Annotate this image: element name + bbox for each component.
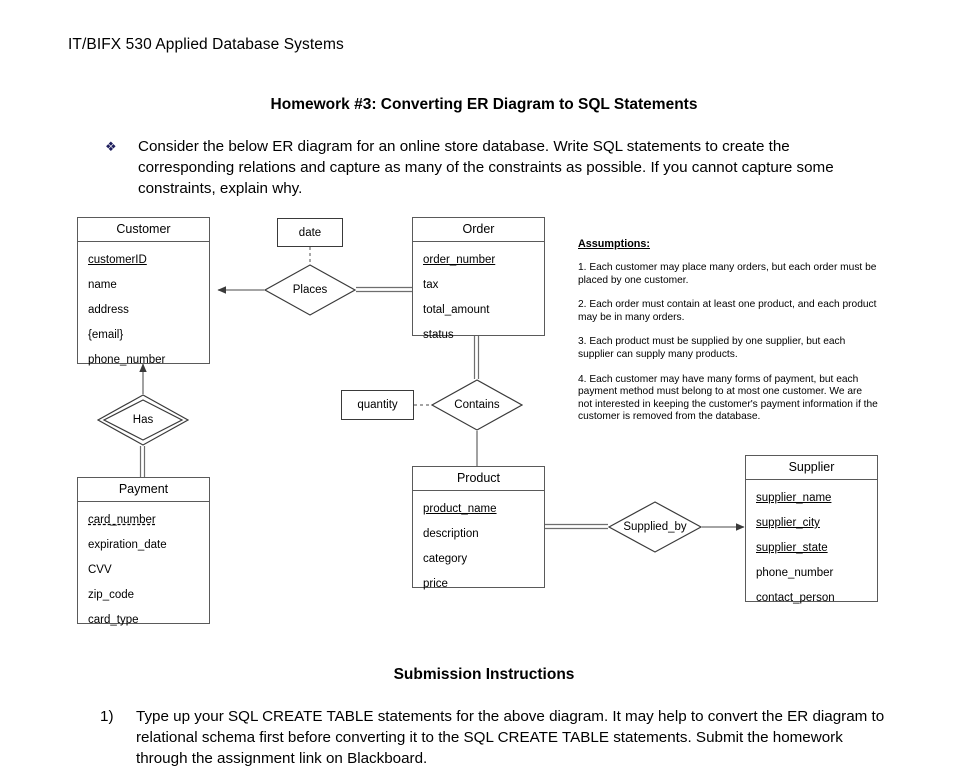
submission-instruction-item: 1) Type up your SQL CREATE TABLE stateme… xyxy=(100,706,890,769)
entity-supplier-attributes: supplier_name supplier_city supplier_sta… xyxy=(746,480,877,617)
entity-product[interactable]: Product product_name description categor… xyxy=(412,466,545,590)
entity-customer[interactable]: Customer customerID name address {email}… xyxy=(77,217,210,366)
bullet-diamond-icon: ❖ xyxy=(105,139,117,154)
assumption-item-3: 3. Each product must be supplied by one … xyxy=(578,336,846,360)
intro-bullet: ❖ Consider the below ER diagram for an o… xyxy=(100,136,878,199)
attribute-name: name xyxy=(88,279,117,291)
submission-title: Submission Instructions xyxy=(393,666,575,683)
attribute-supplier-city: supplier_city xyxy=(756,517,820,529)
attribute-cvv: CVV xyxy=(88,564,112,576)
relationship-supplied-by-label: Supplied_by xyxy=(623,521,687,533)
relationship-contains[interactable]: Contains xyxy=(430,379,524,431)
attribute-product-name: product_name xyxy=(423,503,497,515)
attribute-supplier-state: supplier_state xyxy=(756,542,828,554)
relationship-places[interactable]: Places xyxy=(263,264,357,316)
contains-diamond-shape xyxy=(430,379,524,431)
attribute-zip-code: zip_code xyxy=(88,589,135,601)
assumptions-title: Assumptions: xyxy=(578,238,650,250)
entity-payment-title: Payment xyxy=(78,478,209,502)
assumptions-block: Assumptions: 1. Each customer may place … xyxy=(578,238,878,436)
attribute-address: address xyxy=(88,304,129,316)
attribute-expiration-date: expiration_date xyxy=(88,539,167,551)
attribute-supplier-phone-number: phone_number xyxy=(756,567,834,579)
attribute-tax: tax xyxy=(423,279,439,291)
attribute-category: category xyxy=(423,553,468,565)
entity-payment[interactable]: Payment card_number expiration_date CVV … xyxy=(77,477,210,626)
submission-instruction-text: Type up your SQL CREATE TABLE statements… xyxy=(136,708,885,767)
places-diamond-shape xyxy=(263,264,357,316)
attribute-total-amount: total_amount xyxy=(423,304,490,316)
supplied-by-diamond-shape xyxy=(607,501,703,553)
attribute-box-date: date xyxy=(277,218,343,247)
attribute-status: status xyxy=(423,329,454,341)
entity-product-attributes: product_name description category price xyxy=(413,491,544,603)
relationship-has-label: Has xyxy=(132,414,154,426)
entity-customer-title: Customer xyxy=(78,218,209,242)
entity-order[interactable]: Order order_number tax total_amount stat… xyxy=(412,217,545,341)
attribute-email: {email} xyxy=(88,329,124,341)
entity-supplier[interactable]: Supplier supplier_name supplier_city sup… xyxy=(745,455,878,604)
relationship-has[interactable]: Has xyxy=(96,394,190,446)
attribute-contact-person: contact_person xyxy=(756,592,835,604)
entity-product-title: Product xyxy=(413,467,544,491)
attribute-supplier-name: supplier_name xyxy=(756,492,832,504)
entity-payment-attributes: card_number expiration_date CVV zip_code… xyxy=(78,502,209,639)
has-diamond-shape xyxy=(96,394,190,446)
attribute-card-type: card_type xyxy=(88,614,139,626)
attribute-customerid: customerID xyxy=(88,254,147,266)
intro-bullet-text: Consider the below ER diagram for an onl… xyxy=(138,138,834,197)
course-line: IT/BIFX 530 Applied Database Systems xyxy=(68,36,344,53)
page-title: Homework #3: Converting ER Diagram to SQ… xyxy=(270,96,698,113)
relationship-contains-label: Contains xyxy=(454,399,500,411)
relationship-supplied-by[interactable]: Supplied_by xyxy=(607,501,703,553)
attribute-phone-number: phone_number xyxy=(88,354,166,366)
entity-supplier-title: Supplier xyxy=(746,456,877,480)
entity-order-title: Order xyxy=(413,218,544,242)
entity-customer-attributes: customerID name address {email} phone_nu… xyxy=(78,242,209,379)
entity-order-attributes: order_number tax total_amount status xyxy=(413,242,544,354)
relationship-places-label: Places xyxy=(292,284,328,296)
assumption-item-4: 4. Each customer may have many forms of … xyxy=(578,373,878,423)
attribute-price: price xyxy=(423,578,448,590)
attribute-order-number: order_number xyxy=(423,254,496,266)
assumption-item-1: 1. Each customer may place many orders, … xyxy=(578,262,877,286)
assumption-item-2: 2. Each order must contain at least one … xyxy=(578,299,877,323)
attribute-description: description xyxy=(423,528,479,540)
attribute-card-number: card_number xyxy=(88,514,156,526)
submission-instruction-number: 1) xyxy=(100,708,114,725)
attribute-box-quantity: quantity xyxy=(341,390,414,420)
